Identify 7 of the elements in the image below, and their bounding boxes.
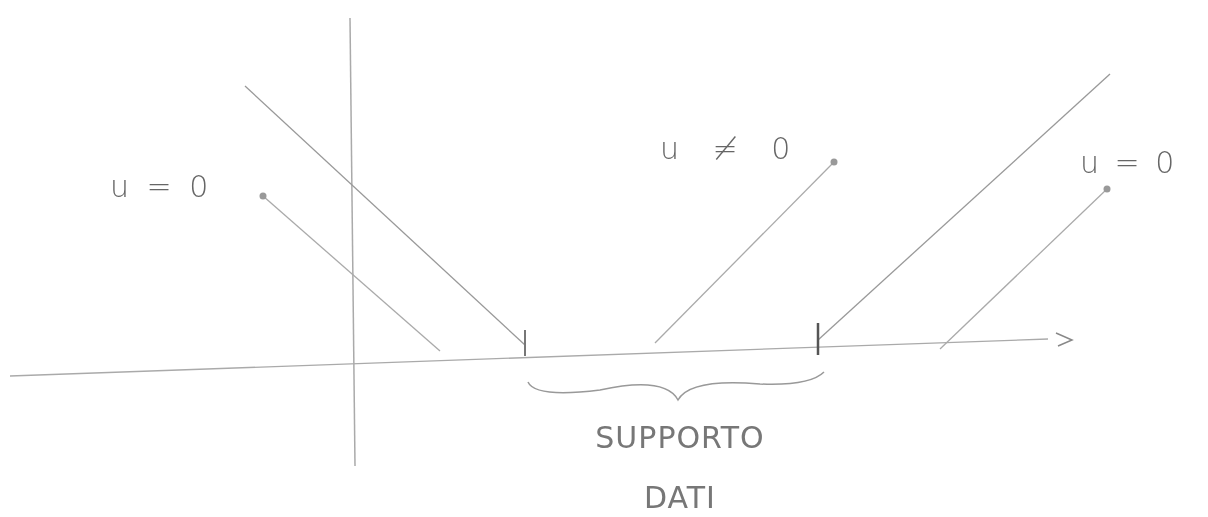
formula-label: u = 0 [110,172,266,200]
bracket-label: SUPPORTO DATI [594,419,766,517]
leader-line [939,185,1111,350]
formula-label: u = 0 [1080,148,1198,188]
formula-label: u ≠ 0 [660,134,836,162]
leader-line [259,192,441,352]
leader-line [654,158,838,344]
